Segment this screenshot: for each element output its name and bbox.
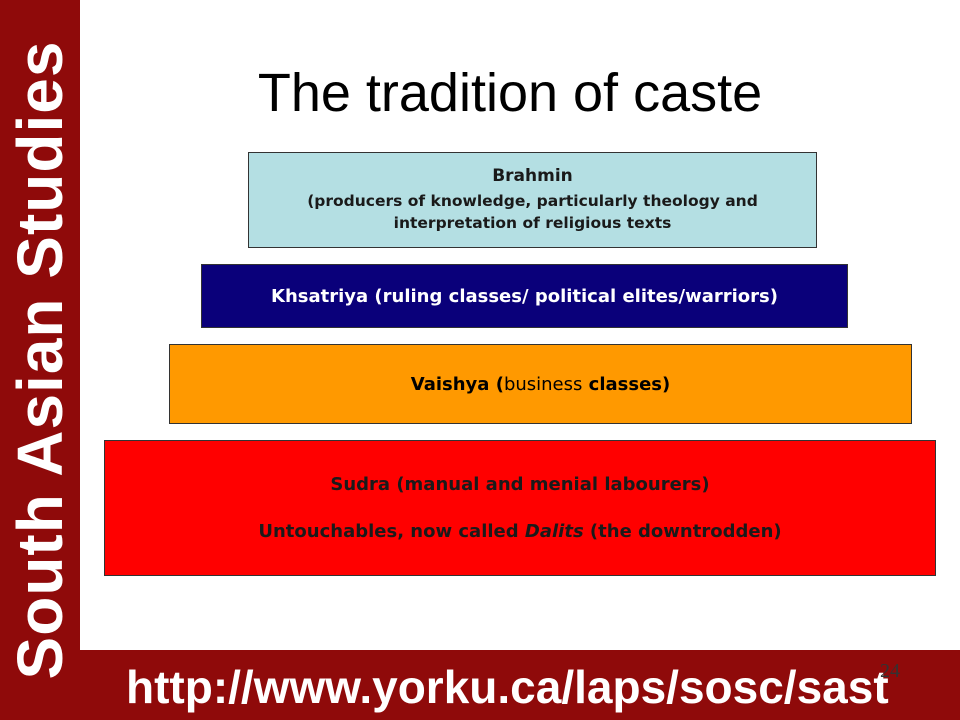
tier-brahmin: Brahmin (producers of knowledge, particu…	[248, 152, 817, 248]
tier-kshatriya-label: Khsatriya (ruling classes/ political eli…	[271, 285, 778, 307]
tier-vaishya-business: business	[503, 373, 583, 395]
untouchables-suffix: (the downtrodden)	[583, 521, 782, 542]
slide-title: The tradition of caste	[257, 63, 763, 123]
dalits-term: Dalits	[524, 521, 584, 542]
tier-brahmin-description: (producers of knowledge, particularly th…	[307, 192, 758, 232]
tier-vaishya: Vaishya (business classes)	[169, 344, 912, 424]
tier-sudra-label: Sudra (manual and menial labourers)	[330, 474, 710, 495]
tier-kshatriya: Khsatriya (ruling classes/ political eli…	[201, 264, 848, 328]
untouchables-prefix: Untouchables, now called	[258, 521, 525, 542]
tier-vaishya-name: Vaishya (	[410, 373, 504, 395]
footer-url: http://www.yorku.ca/laps/sosc/sast	[126, 661, 889, 713]
slide-number: 24	[880, 660, 900, 682]
tier-untouchables-label: Untouchables, now called Dalits (the dow…	[258, 521, 781, 542]
footer-banner: http://www.yorku.ca/laps/sosc/sast	[80, 650, 960, 720]
sidebar-title: South Asian Studies	[4, 40, 76, 680]
tier-vaishya-end: classes)	[582, 373, 671, 395]
sidebar-banner: South Asian Studies	[0, 0, 80, 720]
tier-sudra: Sudra (manual and menial labourers) Unto…	[104, 440, 936, 576]
tier-vaishya-label: Vaishya (business classes)	[411, 374, 670, 395]
tier-brahmin-name: Brahmin	[492, 166, 573, 186]
